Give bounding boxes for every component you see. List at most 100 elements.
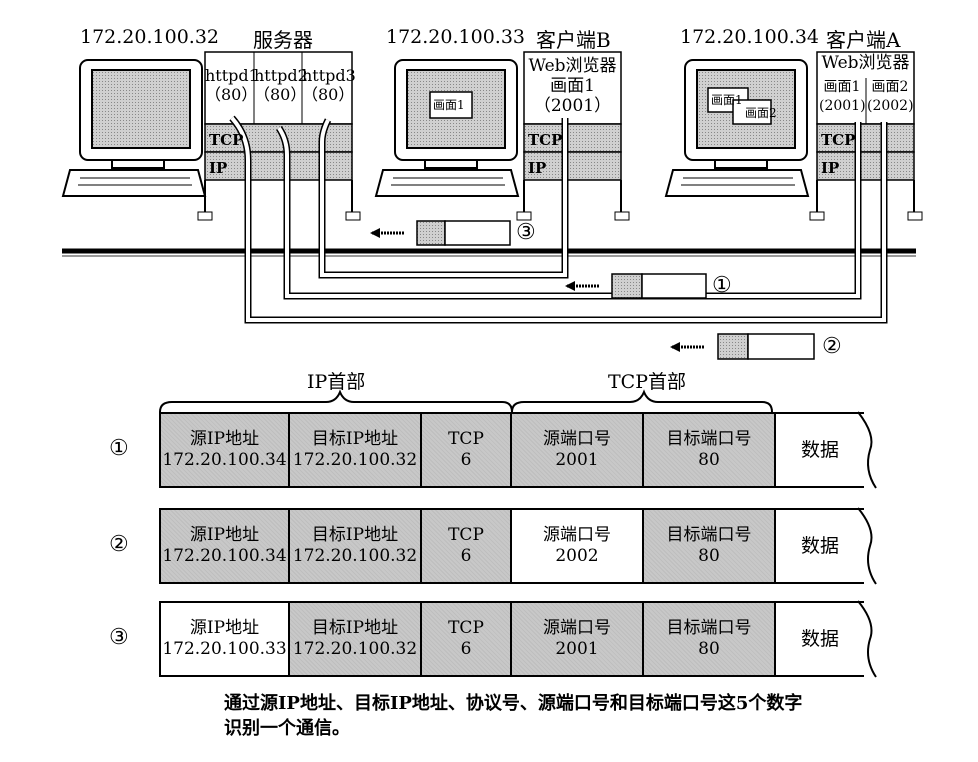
httpd2-name: httpd2 [254, 66, 308, 85]
client-a-tcp-layer: TCP [821, 131, 856, 149]
client-a-title: 客户端A [826, 28, 901, 52]
tcp-header-brace [511, 389, 773, 413]
ip-header-brace [159, 389, 513, 413]
server-tcp-layer: TCP [209, 131, 244, 149]
dst-port-value: 80 [698, 546, 720, 566]
client-a-browser-name: Web浏览器 [821, 53, 910, 73]
client-b-title: 客户端B [536, 28, 611, 52]
dst-port-label: 目标端口号 [666, 618, 752, 638]
dst-ip-cell: 目标IP地址 172.20.100.32 [288, 601, 422, 677]
src-port-cell: 源端口号 2001 [510, 601, 644, 677]
caption-line-1: 通过源IP地址、目标IP地址、协议号、源端口号和目标端口号这5个数字 [224, 693, 803, 714]
dst-ip-cell: 目标IP地址 172.20.100.32 [288, 508, 422, 584]
client-a-tab2-port: (2002) [867, 98, 914, 114]
src-ip-value: 172.20.100.34 [162, 546, 287, 566]
connection-paths [229, 115, 888, 324]
src-ip-cell: 源IP地址 172.20.100.33 [159, 601, 290, 677]
server-stack [197, 51, 361, 221]
packet-row-number: ③ [109, 625, 129, 650]
src-port-cell: 源端口号 2001 [510, 412, 644, 488]
dst-port-value: 80 [698, 450, 720, 470]
httpd2-port: （80） [254, 85, 307, 104]
src-ip-cell: 源IP地址 172.20.100.34 [159, 508, 290, 584]
client-a-screen-window-1: 画面1 [711, 93, 743, 107]
client-a-ip-layer: IP [821, 159, 840, 177]
src-ip-label: 源IP地址 [189, 525, 260, 545]
client-a-tab-2: 画面2 (2002) [867, 78, 914, 116]
httpd1-app: httpd1 （80） [205, 66, 259, 104]
data-cell: 数据 [774, 601, 864, 677]
client-a-stack [809, 51, 923, 221]
data-cell: 数据 [774, 508, 864, 584]
dst-port-value: 80 [698, 639, 720, 659]
dst-port-cell: 目标端口号 80 [642, 508, 776, 584]
data-label: 数据 [800, 438, 839, 461]
dst-ip-value: 172.20.100.32 [292, 639, 418, 659]
network-bus [62, 248, 916, 257]
protocol-value: 6 [460, 450, 472, 470]
client-b-ip-layer: IP [528, 159, 547, 177]
src-port-label: 源端口号 [543, 618, 611, 638]
src-port-value: 2002 [555, 546, 599, 566]
httpd2-app: httpd2 （80） [254, 66, 308, 104]
protocol-label: TCP [448, 525, 484, 545]
client-a-tab1-port: (2001) [819, 98, 866, 114]
client-a-tab1-label: 画面1 [823, 79, 861, 95]
caption-line-2: 识别一个通信。 [224, 718, 350, 739]
protocol-label: TCP [448, 429, 484, 449]
dst-port-cell: 目标端口号 80 [642, 601, 776, 677]
flow-marker-3: ③ [516, 220, 536, 245]
src-ip-value: 172.20.100.33 [162, 639, 287, 659]
packet-row-number: ② [109, 532, 129, 557]
httpd3-app: httpd3 （80） [302, 66, 356, 104]
client-b-computer-icon [374, 59, 520, 197]
src-port-value: 2001 [555, 639, 599, 659]
tcp-header-label: TCP首部 [608, 371, 686, 393]
httpd1-port: （80） [205, 85, 258, 104]
client-b-browser: Web浏览器 画面1 （2001） [524, 56, 621, 116]
packet-icon-1 [565, 273, 707, 299]
dst-ip-label: 目标IP地址 [311, 618, 399, 638]
packet-row-2: 源IP地址 172.20.100.34 目标IP地址 172.20.100.32… [159, 508, 875, 584]
server-ip-layer: IP [209, 159, 228, 177]
data-cell: 数据 [774, 412, 864, 488]
client-b-screen-window: 画面1 [433, 98, 465, 112]
client-a-tab-1: 画面1 (2001) [819, 78, 866, 116]
dst-port-label: 目标端口号 [666, 525, 752, 545]
packet-icon-2 [670, 333, 815, 360]
flow-marker-2: ② [822, 334, 842, 359]
dst-ip-value: 172.20.100.32 [292, 450, 418, 470]
dst-port-label: 目标端口号 [666, 429, 752, 449]
src-port-label: 源端口号 [543, 429, 611, 449]
client-b-browser-port: （2001） [533, 96, 612, 116]
src-ip-label: 源IP地址 [189, 618, 260, 638]
packet-row-3: 源IP地址 172.20.100.33 目标IP地址 172.20.100.32… [159, 601, 875, 677]
client-b-browser-name: Web浏览器 [528, 56, 617, 76]
ip-header-label: IP首部 [307, 371, 366, 393]
client-a-tab2-label: 画面2 [871, 79, 909, 95]
client-b-tcp-layer: TCP [528, 131, 563, 149]
client-b-browser-tab: 画面1 [550, 76, 595, 96]
httpd3-name: httpd3 [302, 66, 356, 85]
client-a-ip-label: 172.20.100.34 [680, 26, 820, 48]
packet-icon-3 [370, 220, 511, 246]
protocol-value: 6 [460, 546, 472, 566]
server-computer-icon [61, 59, 207, 197]
httpd1-name: httpd1 [205, 66, 259, 85]
src-ip-value: 172.20.100.34 [162, 450, 287, 470]
src-port-cell: 源端口号 2002 [510, 508, 644, 584]
src-ip-cell: 源IP地址 172.20.100.34 [159, 412, 290, 488]
src-ip-label: 源IP地址 [189, 429, 260, 449]
data-label: 数据 [800, 627, 839, 650]
dst-ip-value: 172.20.100.32 [292, 546, 418, 566]
client-b-ip-label: 172.20.100.33 [386, 26, 526, 48]
packet-row-1: 源IP地址 172.20.100.34 目标IP地址 172.20.100.32… [159, 412, 875, 488]
packet-torn-edges [857, 411, 877, 678]
httpd3-port: （80） [302, 85, 355, 104]
src-port-label: 源端口号 [543, 525, 611, 545]
protocol-cell: TCP 6 [420, 601, 512, 677]
server-ip-label: 172.20.100.32 [80, 26, 220, 48]
dst-ip-label: 目标IP地址 [311, 429, 399, 449]
flow-marker-1: ① [712, 273, 732, 298]
